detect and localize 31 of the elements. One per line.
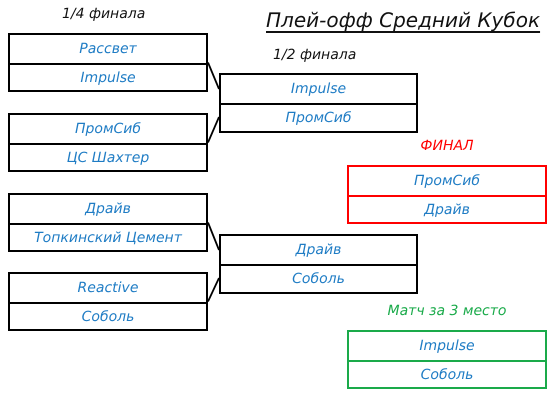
team-row: Соболь — [10, 302, 206, 329]
match-box — [8, 33, 208, 92]
diagram-title: Плей-офф Средний Кубок — [266, 8, 540, 32]
team-row: Соболь — [349, 360, 545, 387]
team-row: Reactive — [10, 274, 206, 302]
team-row: Impulse — [10, 63, 206, 90]
team-row: ЦС Шахтер — [10, 143, 206, 170]
bracket-line — [207, 222, 220, 250]
match-box — [8, 272, 208, 331]
match-box — [219, 234, 418, 294]
team-row: ПромСиб — [221, 103, 416, 131]
match-heading: ФИНАЛ — [419, 138, 475, 154]
team-row: Рассвет — [10, 35, 206, 63]
team-row: Драйв — [10, 195, 206, 223]
match-box — [8, 113, 208, 172]
team-row: Топкинский Цемент — [10, 223, 206, 250]
round-heading: 1/2 финала — [273, 47, 356, 63]
match-heading: Матч за 3 место — [386, 303, 508, 319]
round-heading: 1/4 финала — [62, 6, 146, 22]
team-row: Impulse — [221, 75, 416, 103]
match-box — [8, 193, 208, 252]
match-box — [219, 73, 418, 133]
bracket-line — [207, 116, 220, 143]
team-row: ПромСиб — [10, 115, 206, 143]
team-row: ПромСиб — [349, 167, 545, 195]
bracket-line — [207, 62, 220, 90]
team-row: Соболь — [221, 264, 416, 292]
team-row: Драйв — [221, 236, 416, 264]
bracket-line — [207, 278, 220, 302]
team-row: Драйв — [349, 195, 545, 222]
team-row: Impulse — [349, 332, 545, 360]
